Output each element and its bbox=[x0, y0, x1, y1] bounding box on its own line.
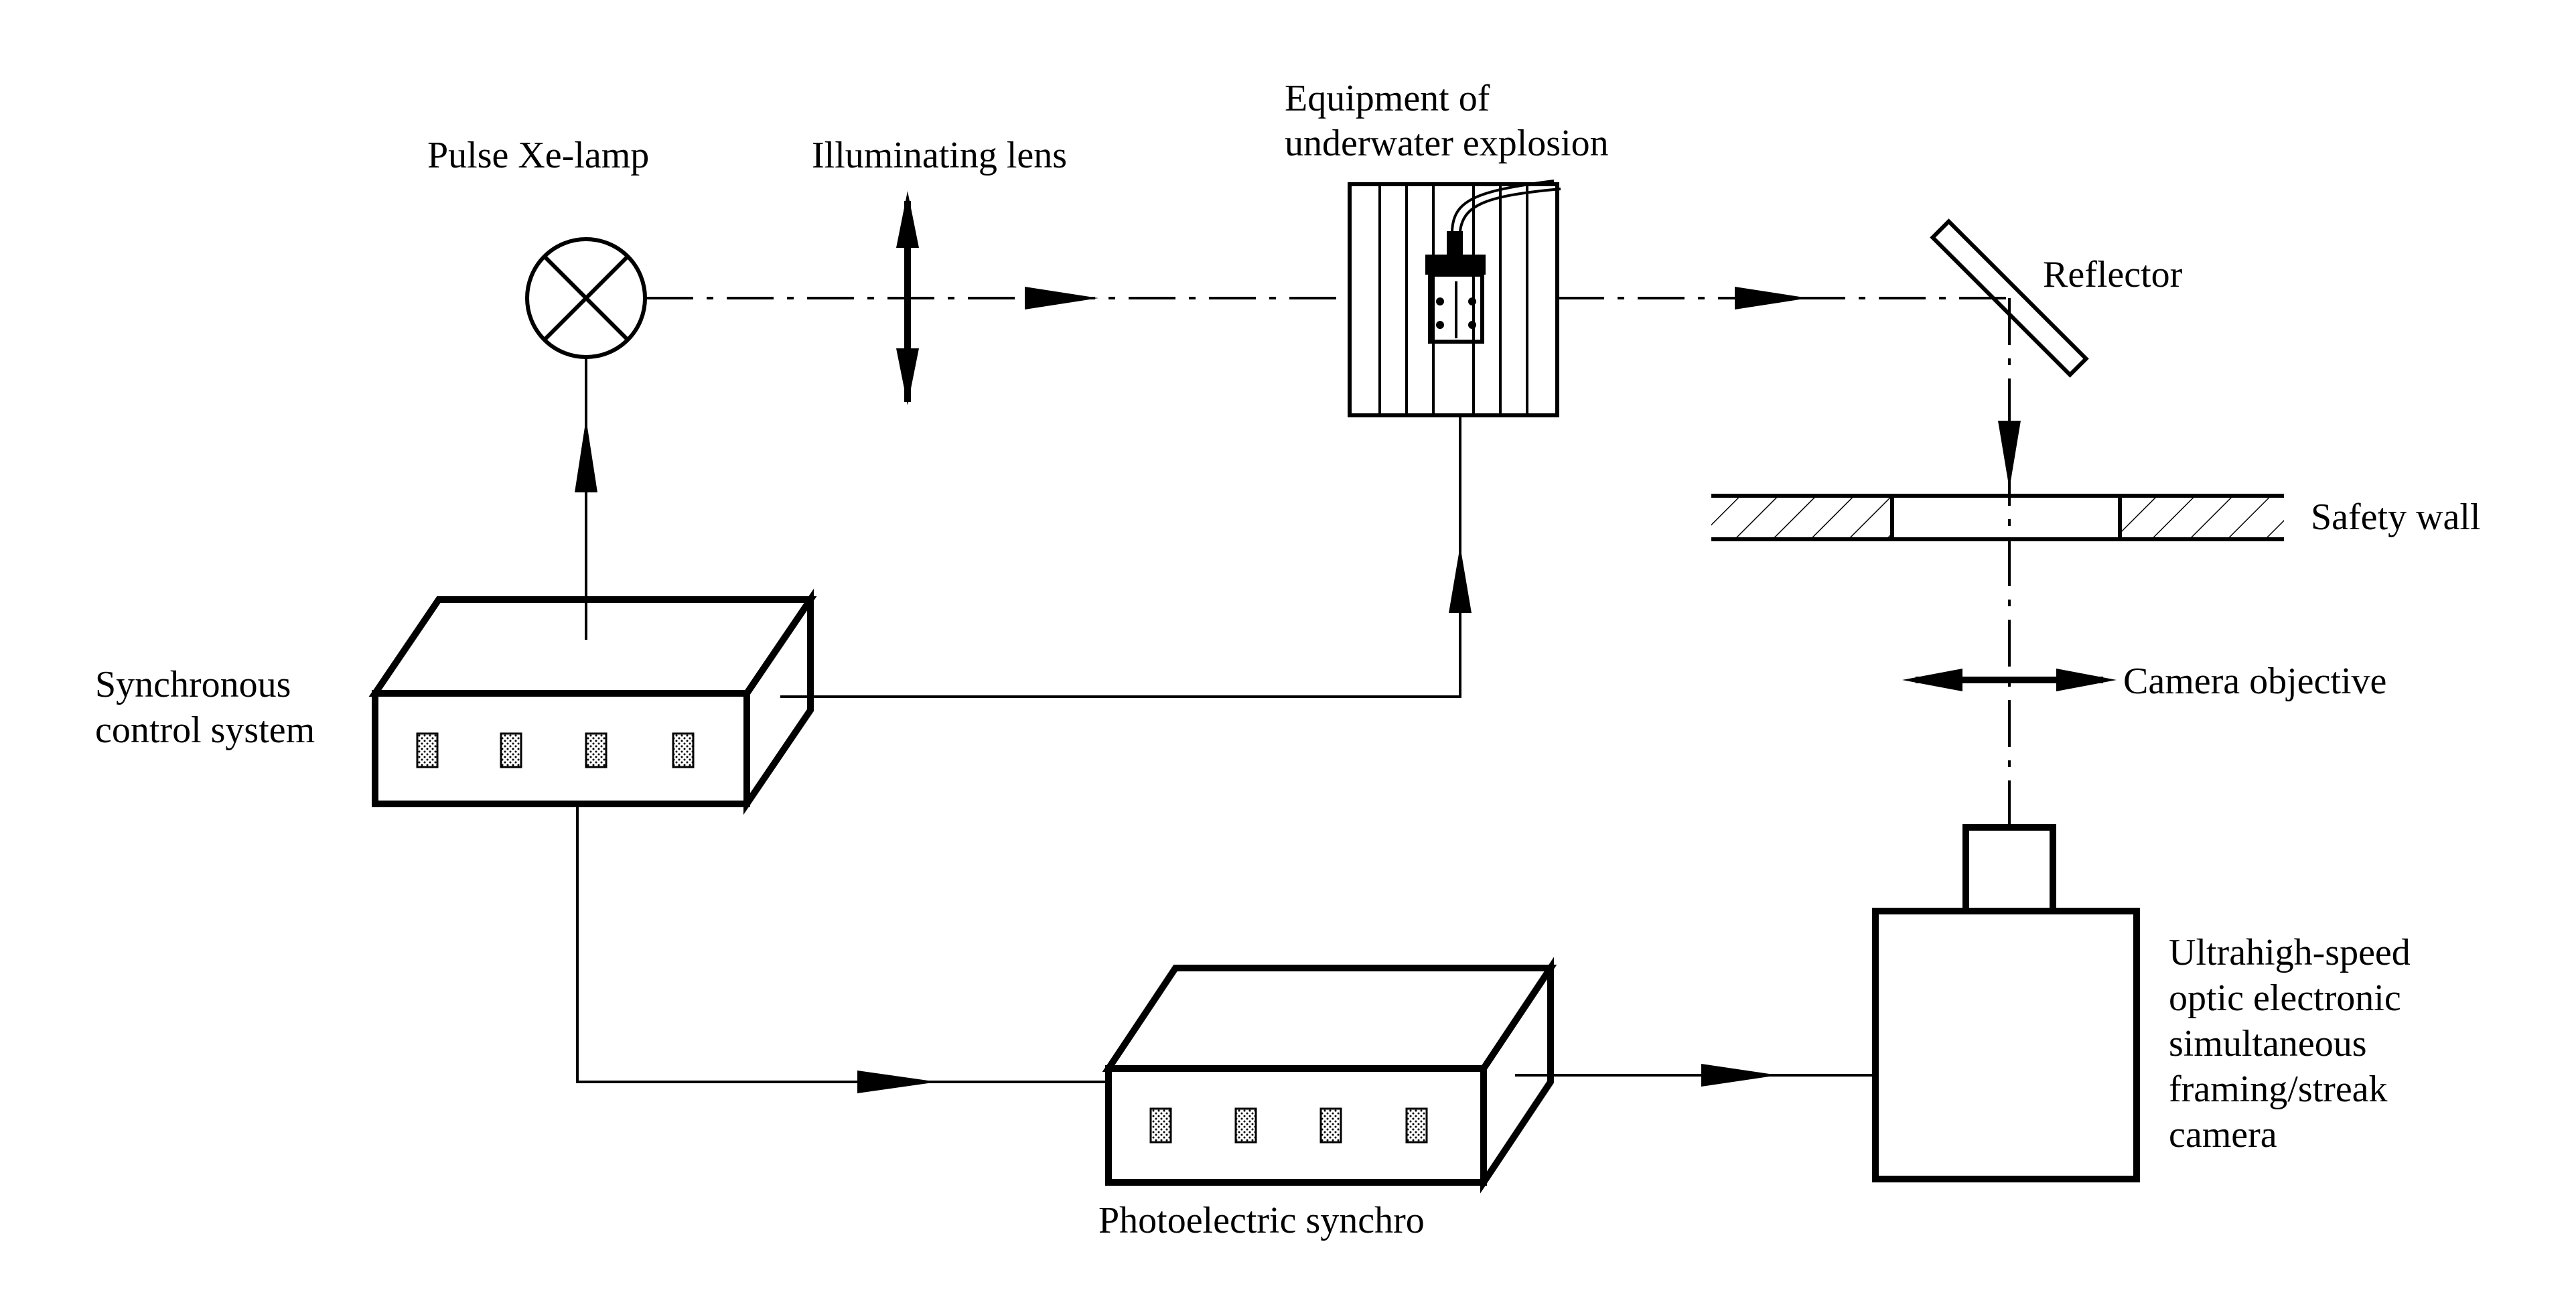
sync-indicator bbox=[585, 732, 607, 768]
high-speed-camera bbox=[1872, 824, 2140, 1182]
pulse-xe-lamp bbox=[525, 237, 647, 359]
charge-stem bbox=[1447, 231, 1463, 258]
synchronous-control-system bbox=[368, 588, 817, 815]
sync-indicator bbox=[416, 732, 439, 768]
lens-arrow-bottom bbox=[896, 348, 919, 405]
photo-indicator bbox=[1149, 1107, 1172, 1144]
illuminating-lens bbox=[896, 191, 919, 405]
label-sync-line2: control system bbox=[95, 709, 315, 751]
lens-arrow-top bbox=[896, 191, 919, 248]
axis-arrow-1 bbox=[1025, 287, 1098, 309]
label-sync-line1: Synchronous bbox=[95, 664, 291, 705]
photoelectric-synchro bbox=[1102, 957, 1557, 1194]
wall-right-hatch bbox=[2120, 496, 2284, 539]
label-reflector: Reflector bbox=[2043, 254, 2183, 295]
wire-arrow-camera bbox=[1701, 1064, 1778, 1087]
objective-arrow-left bbox=[1902, 669, 1962, 691]
wire-arrow-lamp bbox=[575, 419, 597, 492]
photo-indicator bbox=[1234, 1107, 1257, 1144]
charge-box bbox=[1428, 273, 1484, 344]
sync-indicator bbox=[500, 732, 522, 768]
label-photo-synchro: Photoelectric synchro bbox=[1098, 1200, 1425, 1241]
label-camera-line2: optic electronic bbox=[2169, 977, 2401, 1019]
charge-dot bbox=[1468, 297, 1476, 305]
axis-arrow-2 bbox=[1735, 287, 1808, 309]
label-camera-line5: camera bbox=[2169, 1114, 2277, 1156]
label-camera-line3: simultaneous bbox=[2169, 1023, 2367, 1064]
wire-sync-to-photo bbox=[576, 804, 1108, 1083]
objective-arrow-right bbox=[2056, 669, 2117, 691]
lamp-cross-2 bbox=[543, 255, 630, 342]
wall-left-hatch bbox=[1711, 496, 1892, 539]
wire-arrow-equipment bbox=[1449, 546, 1472, 613]
wire-arrow-photo bbox=[857, 1071, 938, 1093]
charge-dot bbox=[1436, 321, 1444, 329]
camera-objective bbox=[1902, 669, 2117, 691]
photo-indicator bbox=[1405, 1107, 1428, 1144]
reflector bbox=[1930, 218, 2089, 378]
sync-indicator bbox=[672, 732, 695, 768]
axis-arrow-down bbox=[1998, 421, 2021, 489]
label-camera-line1: Ultrahigh-speed bbox=[2169, 932, 2411, 973]
detonation-wire-2 bbox=[1459, 188, 1561, 232]
label-equipment-line2: underwater explosion bbox=[1285, 123, 1609, 164]
photo-indicator bbox=[1319, 1107, 1342, 1144]
safety-wall bbox=[1711, 494, 2284, 541]
camera-body bbox=[1872, 908, 2140, 1182]
label-camera-objective: Camera objective bbox=[2123, 661, 2386, 702]
wire-sync-to-equipment bbox=[780, 415, 1461, 698]
sync-box-front bbox=[372, 690, 750, 807]
label-camera-line4: framing/streak bbox=[2169, 1069, 2388, 1110]
tank-body bbox=[1348, 182, 1559, 417]
label-equipment-line1: Equipment of bbox=[1285, 78, 1490, 119]
sync-box-top bbox=[368, 596, 817, 697]
photo-box-top bbox=[1102, 965, 1557, 1072]
label-pulse-lamp: Pulse Xe-lamp bbox=[427, 135, 649, 176]
explosion-tank bbox=[1348, 180, 1561, 417]
sync-box-side bbox=[743, 588, 814, 815]
camera-lens-housing bbox=[1962, 824, 2056, 914]
label-safety-wall: Safety wall bbox=[2311, 496, 2480, 538]
charge-dot bbox=[1436, 297, 1444, 305]
reflector-mirror bbox=[1930, 218, 2089, 378]
charge-dot bbox=[1468, 321, 1476, 329]
detonation-wire-1 bbox=[1451, 180, 1555, 232]
label-illuminating-lens: Illuminating lens bbox=[812, 135, 1067, 176]
photo-box-front bbox=[1105, 1065, 1487, 1186]
